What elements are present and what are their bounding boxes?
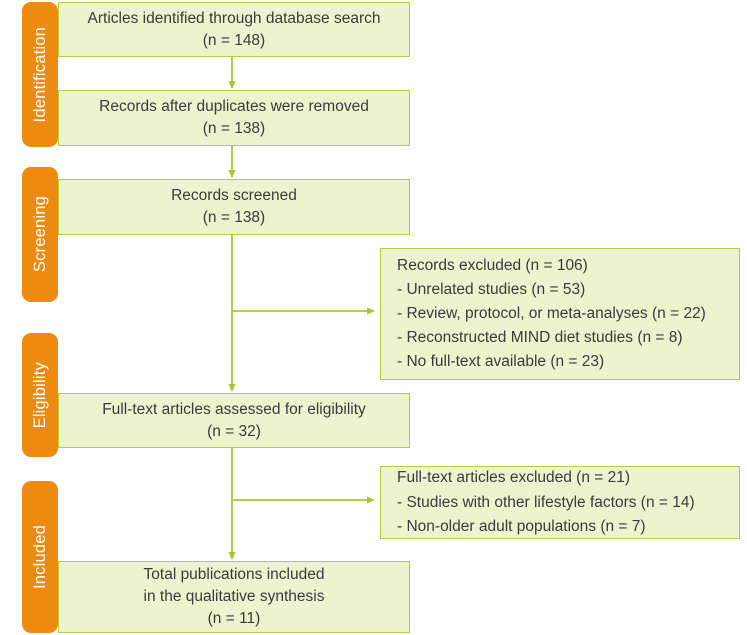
box-line: (n = 138) bbox=[202, 120, 266, 137]
stage-label-eligibility: Eligibility bbox=[30, 361, 49, 429]
stage-bar-screening: Screening bbox=[22, 167, 58, 302]
stage-bar-identification: Identification bbox=[22, 2, 58, 147]
box-line: in the qualitative synthesis bbox=[143, 588, 325, 605]
box-line: Articles identified through database sea… bbox=[87, 9, 381, 27]
box-line: - Review, protocol, or meta-analyses (n … bbox=[397, 304, 706, 322]
stage-label-identification: Identification bbox=[30, 26, 49, 123]
box-line: - Reconstructed MIND diet studies (n = 8… bbox=[397, 329, 683, 346]
box-line: Total publications included bbox=[143, 566, 325, 583]
box-line: (n = 138) bbox=[202, 209, 266, 226]
box-line: - Unrelated studies (n = 53) bbox=[397, 280, 586, 298]
box-total-included: Total publications included in the quali… bbox=[58, 561, 410, 633]
stage-bar-included: Included bbox=[22, 481, 58, 633]
stage-label-included: Included bbox=[30, 525, 49, 589]
box-line: Full-text articles assessed for eligibil… bbox=[102, 400, 366, 418]
box-line: - Studies with other lifestyle factors (… bbox=[397, 493, 695, 511]
stage-bar-eligibility: Eligibility bbox=[22, 333, 58, 457]
box-fulltext-excluded: Full-text articles excluded (n = 21) - S… bbox=[380, 466, 740, 539]
box-records-after-duplicates: Records after duplicates were removed (n… bbox=[58, 90, 410, 146]
box-line: Full-text articles excluded (n = 21) bbox=[397, 469, 631, 487]
box-line: - No full-text available (n = 23) bbox=[397, 353, 605, 371]
box-line: (n = 148) bbox=[202, 31, 266, 49]
box-line: Records after duplicates were removed bbox=[99, 98, 369, 115]
box-line: (n = 32) bbox=[207, 422, 261, 440]
box-line: Records excluded (n = 106) bbox=[397, 256, 588, 274]
box-records-screened: Records screened (n = 138) bbox=[58, 179, 410, 235]
box-line: Records screened bbox=[171, 187, 297, 204]
stage-label-screening: Screening bbox=[30, 196, 49, 273]
box-records-excluded: Records excluded (n = 106) - Unrelated s… bbox=[380, 248, 740, 380]
box-line: (n = 11) bbox=[207, 610, 261, 627]
box-fulltext-assessed: Full-text articles assessed for eligibil… bbox=[58, 393, 410, 448]
box-articles-identified: Articles identified through database sea… bbox=[58, 2, 410, 57]
box-line: - Non-older adult populations (n = 7) bbox=[397, 517, 646, 535]
